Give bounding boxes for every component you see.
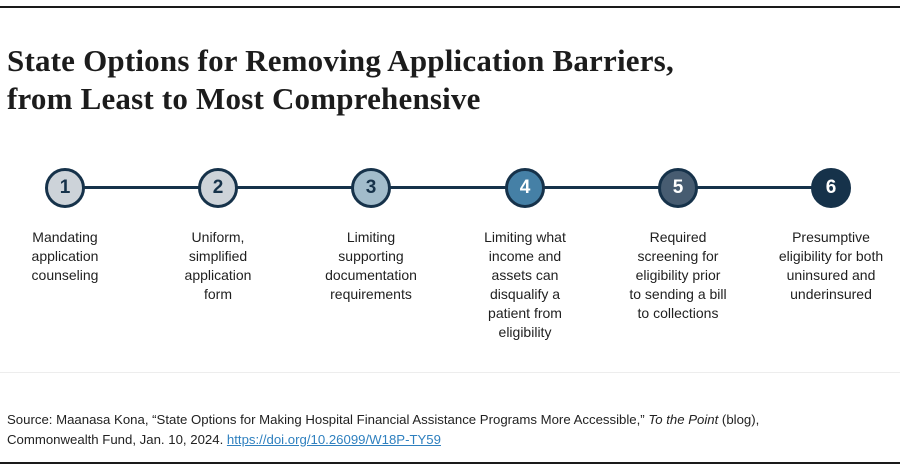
step-1-circle: 1: [45, 168, 85, 208]
step-4-circle: 4: [505, 168, 545, 208]
step-1-mandating-counseling: 1 Mandating application counseling: [0, 168, 140, 285]
step-3-circle: 3: [351, 168, 391, 208]
step-2-uniform-application: 2 Uniform, simplified application form: [143, 168, 293, 304]
step-6-circle: 6: [811, 168, 851, 208]
bottom-rule: [0, 462, 900, 464]
step-6-label: Presumptive eligibility for both uninsur…: [778, 229, 884, 302]
step-5-required-screening: 5 Required screening for eligibility pri…: [603, 168, 753, 323]
step-5-circle: 5: [658, 168, 698, 208]
step-2-circle: 2: [198, 168, 238, 208]
step-6-presumptive-eligibility: 6 Presumptive eligibility for both unins…: [756, 168, 900, 304]
top-rule: [0, 6, 900, 8]
source-publication-name: To the Point: [648, 412, 719, 428]
source-note: Source: Maanasa Kona, “State Options for…: [7, 410, 867, 449]
steps-timeline: 1 Mandating application counseling 2 Uni…: [0, 168, 900, 342]
source-text-middle: (blog),: [718, 412, 760, 428]
step-4-limiting-income-assets: 4 Limiting what income and assets can di…: [450, 168, 600, 342]
source-doi-link[interactable]: https://doi.org/10.26099/W18P-TY59: [226, 431, 441, 447]
step-1-label: Mandating application counseling: [31, 229, 99, 283]
step-3-limiting-documentation: 3 Limiting supporting documentation requ…: [296, 168, 446, 304]
step-5-label: Required screening for eligibility prior…: [629, 229, 727, 321]
source-text-line2: Commonwealth Fund, Jan. 10, 2024.: [7, 431, 227, 447]
step-3-label: Limiting supporting documentation requir…: [325, 229, 417, 302]
page-title: State Options for Removing Application B…: [7, 42, 674, 116]
timeline-connector-line: [65, 186, 831, 189]
source-text-prefix: Source: Maanasa Kona, “State Options for…: [7, 412, 649, 428]
footer-divider: [0, 372, 900, 373]
step-4-label: Limiting what income and assets can disq…: [484, 229, 566, 340]
step-2-label: Uniform, simplified application form: [184, 229, 252, 302]
